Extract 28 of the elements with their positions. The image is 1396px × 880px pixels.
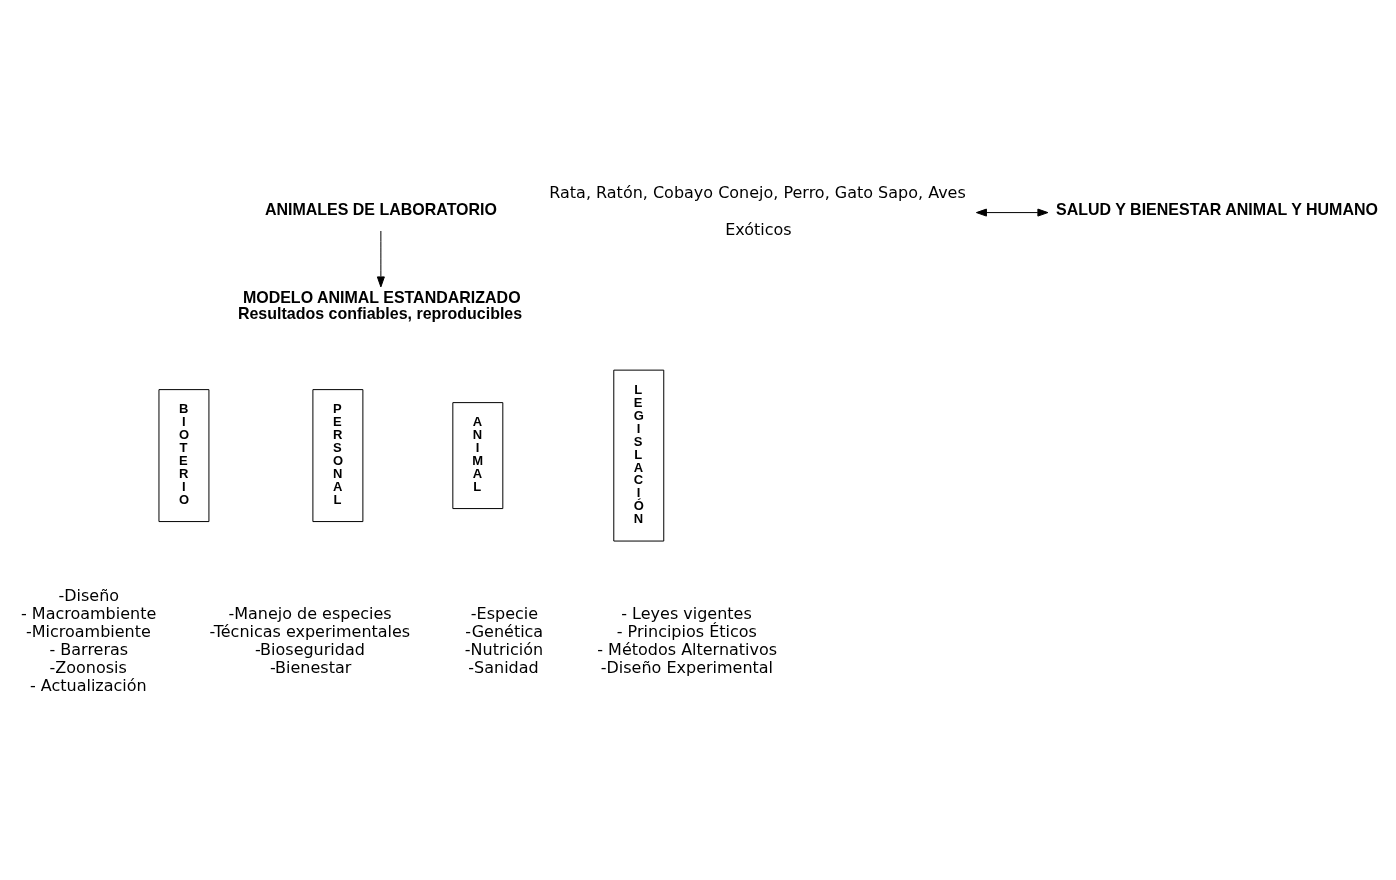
node-label: -Especie — [470, 603, 539, 623]
node-label: -Manejo de especies — [228, 603, 392, 623]
node-text: Rata, Ratón, Cobayo Conejo, Perro, Gato Sapo, Aves Exóticos — [549, 182, 966, 239]
node-label: -Bioseguridad — [254, 639, 365, 659]
node-box: B I O T E R I O — [158, 388, 210, 522]
node-label: - Leyes vigentes — [621, 603, 752, 623]
node-label: -Técnicas experimentales — [209, 621, 411, 641]
node-label: - Actualización — [30, 675, 147, 695]
node-text: MODELO ANIMAL ESTANDARIZADO Resultados confiables, reproducibles — [237, 288, 523, 322]
node-label: -Microambiente — [26, 621, 151, 641]
node-text: SALUD Y BIENESTAR ANIMAL Y HUMANO — [1056, 200, 1378, 218]
node-label: -Nutrición — [464, 639, 544, 659]
node-label: - Macroambiente — [21, 603, 157, 623]
arrow — [975, 208, 1049, 217]
node-label: -Genética — [465, 621, 544, 641]
arrow — [376, 230, 385, 287]
node-box: L E G I S L A C I Ó N — [613, 369, 665, 542]
node-box: P E R S O N A L — [312, 388, 364, 522]
node-label: -Diseño — [58, 585, 120, 605]
node-label: -Diseño Experimental — [600, 657, 774, 677]
node-label: -Zoonosis — [49, 657, 127, 677]
node-label: -Sanidad — [468, 657, 539, 677]
node-label: - Principios Éticos — [616, 621, 757, 641]
node-label: -Bienestar — [269, 657, 352, 677]
node-text: ANIMALES DE LABORATORIO — [264, 200, 497, 218]
node-label: - Métodos Alternativos — [597, 639, 778, 659]
node-box: A N I M A L — [452, 401, 504, 509]
node-label: - Barreras — [49, 639, 129, 659]
